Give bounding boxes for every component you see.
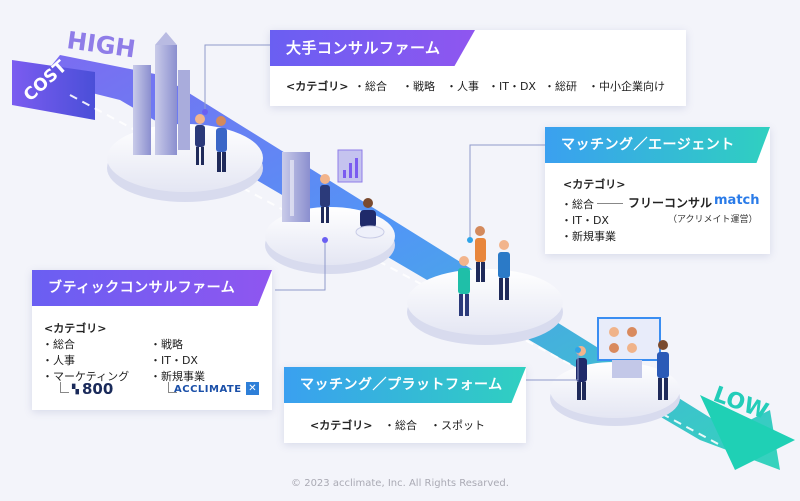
boutique-item: 新規事業 bbox=[150, 368, 205, 384]
copyright-text: © 2023 acclimate, Inc. All Rights Resarv… bbox=[291, 478, 509, 489]
major-category-label: <カテゴリ> bbox=[286, 80, 349, 93]
boutique-item: IT・DX bbox=[150, 352, 198, 368]
agent-connector-line bbox=[597, 203, 623, 204]
acclimate-logo-icon: ✕ bbox=[246, 382, 259, 395]
platform-category-label: <カテゴリ> bbox=[310, 419, 373, 432]
platform-agent bbox=[407, 269, 563, 345]
major-item: 総研 bbox=[544, 78, 577, 94]
skyscraper-illustration bbox=[133, 32, 190, 155]
connector-lines bbox=[204, 44, 579, 381]
major-item: 人事 bbox=[446, 78, 479, 94]
major-firm-title: 大手コンサルファーム bbox=[270, 30, 475, 66]
boutique-item: マーケティング bbox=[42, 368, 129, 384]
people-illustrations bbox=[195, 114, 669, 400]
boutique-item: 総合 bbox=[42, 336, 75, 352]
cost-arrow bbox=[12, 60, 95, 120]
major-item: 中小企業向け bbox=[588, 78, 665, 94]
boutique-connector-left bbox=[60, 382, 69, 393]
product-note: （アクリメイト運営） bbox=[668, 215, 758, 225]
agent-item: 総合 bbox=[561, 196, 594, 212]
major-item: IT・DX bbox=[488, 78, 536, 94]
boutique-item: 人事 bbox=[42, 352, 75, 368]
boutique-item: 戦略 bbox=[150, 336, 183, 352]
boutique-connector-right bbox=[168, 382, 177, 393]
major-item: 戦略 bbox=[402, 78, 435, 94]
monitor-illustration bbox=[597, 317, 661, 378]
matching-agent-title: マッチング／エージェント bbox=[545, 127, 770, 163]
boutique-category-label: <カテゴリ> bbox=[44, 322, 107, 335]
platform-item: スポット bbox=[430, 417, 485, 433]
office-building-illustration bbox=[282, 152, 310, 222]
boutique-firm-title: ブティックコンサルファーム bbox=[32, 270, 272, 306]
agent-category-label: <カテゴリ> bbox=[563, 178, 626, 191]
matching-platform-title: マッチング／プラットフォーム bbox=[284, 367, 526, 403]
path-arrowhead bbox=[700, 395, 795, 470]
product-brand: match bbox=[714, 193, 760, 208]
product-name: フリーコンサル bbox=[628, 196, 713, 210]
agent-item: IT・DX bbox=[561, 212, 609, 228]
chart-board-illustration bbox=[337, 149, 363, 183]
major-item: 総合 bbox=[354, 78, 387, 94]
agent-item: 新規事業 bbox=[561, 228, 616, 244]
high-label: HIGH bbox=[65, 26, 137, 63]
logo-800: 800 bbox=[82, 380, 114, 398]
platform-item: 総合 bbox=[384, 417, 417, 433]
logo-800-icon: ▚ bbox=[72, 385, 79, 395]
logo-acclimate: ACCLIMATE bbox=[174, 384, 242, 395]
